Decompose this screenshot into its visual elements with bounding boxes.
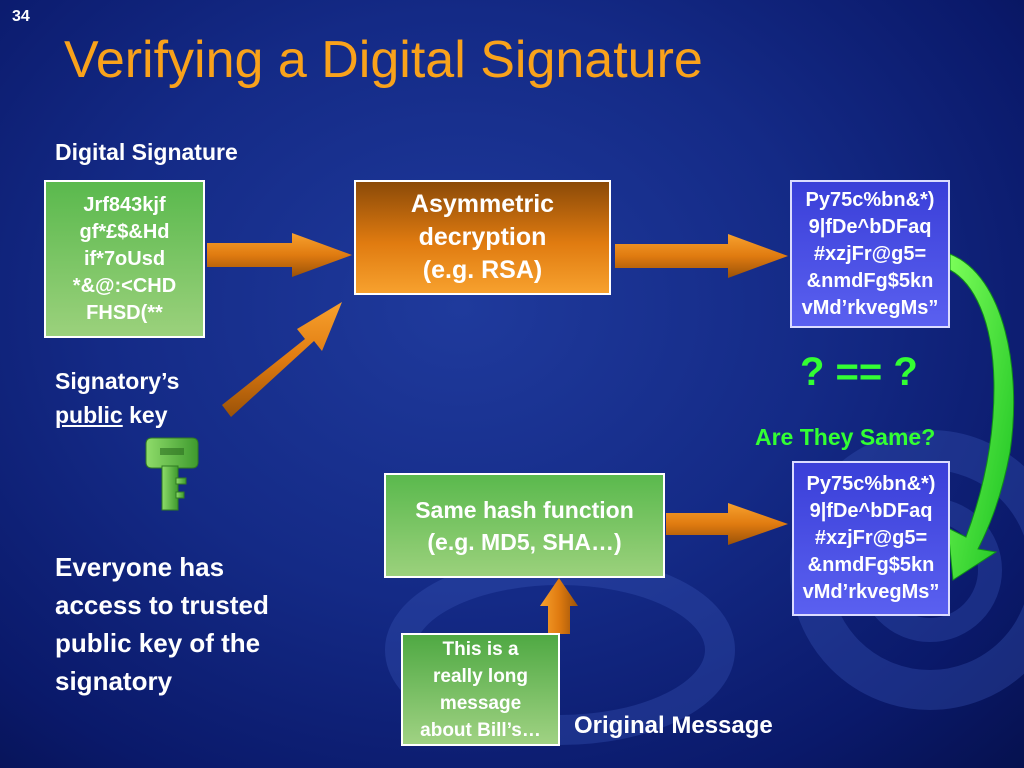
hash-line: 9|fDe^bDFaq	[809, 500, 933, 522]
note-line: signatory	[55, 666, 173, 696]
hash-line: Py75c%bn&*)	[806, 473, 936, 495]
curved-arrow-down-icon	[947, 253, 1015, 581]
arrow-right-icon	[207, 233, 352, 277]
hash-function-line: (e.g. MD5, SHA…)	[427, 528, 622, 555]
decryption-line: Asymmetric	[410, 190, 555, 218]
arrow-right-icon	[666, 503, 788, 545]
hash-function-line: Same hash function	[415, 496, 634, 523]
digital-signature-box: Jrf843kjf gf*£$&Hd if*7oUsd *&@:<CHD FHS…	[44, 180, 205, 338]
arrow-right-icon	[615, 234, 788, 278]
hash-line: &nmdFg$5kn	[806, 269, 934, 292]
public-link[interactable]: public	[55, 402, 123, 428]
slide-number: 34	[12, 8, 30, 25]
message-line: This is a	[442, 638, 519, 660]
decryption-line: (e.g. RSA)	[422, 256, 543, 284]
decryption-line: decryption	[418, 223, 547, 251]
asymmetric-decryption-box: Asymmetric decryption (e.g. RSA)	[354, 180, 611, 295]
hash-line: Py75c%bn&*)	[805, 188, 935, 211]
original-message-label: Original Message	[574, 712, 773, 739]
message-line: about Bill’s…	[420, 719, 541, 741]
everyone-note: Everyone has access to trusted public ke…	[55, 548, 269, 700]
hash-line: #xzjFr@g5=	[814, 527, 928, 549]
compare-symbol: ? == ?	[800, 350, 918, 394]
slide-title: Verifying a Digital Signature	[64, 31, 703, 89]
hash-line: &nmdFg$5kn	[807, 554, 935, 576]
hash-line: 9|fDe^bDFaq	[808, 215, 932, 238]
arrow-up-icon	[540, 578, 578, 634]
digital-signature-label: Digital Signature	[55, 139, 238, 165]
signature-line: *&@:<CHD	[72, 274, 177, 297]
computed-hash-box: Py75c%bn&*) 9|fDe^bDFaq #xzjFr@g5= &nmdF…	[792, 461, 950, 616]
hash-line: #xzjFr@g5=	[813, 242, 927, 265]
public-key-line1: Signatory’s	[55, 368, 180, 394]
signature-line: Jrf843kjf	[83, 193, 166, 216]
signature-line: gf*£$&Hd	[79, 220, 170, 243]
message-line: message	[439, 692, 522, 714]
public-key-line2: public key	[55, 398, 179, 432]
note-line: access to trusted	[55, 590, 269, 620]
compare-question: Are They Same?	[755, 424, 936, 450]
original-message-box: This is a really long message about Bill…	[401, 633, 560, 746]
public-key-label: Signatory’s public key	[55, 364, 179, 432]
note-line: Everyone has	[55, 552, 225, 582]
message-line: really long	[432, 665, 529, 687]
public-key-rest: key	[122, 402, 168, 428]
signature-line: if*7oUsd	[83, 247, 166, 270]
decrypted-hash-box: Py75c%bn&*) 9|fDe^bDFaq #xzjFr@g5= &nmdF…	[790, 180, 950, 328]
key-hole	[160, 448, 184, 455]
arrow-diagonal-icon	[222, 302, 342, 417]
hash-function-box: Same hash function (e.g. MD5, SHA…)	[384, 473, 665, 578]
signature-line: FHSD(**	[86, 301, 163, 324]
hash-line: vMd’rkvegMs”	[801, 296, 939, 319]
note-line: public key of the	[55, 628, 261, 658]
hash-line: vMd’rkvegMs”	[802, 581, 940, 603]
